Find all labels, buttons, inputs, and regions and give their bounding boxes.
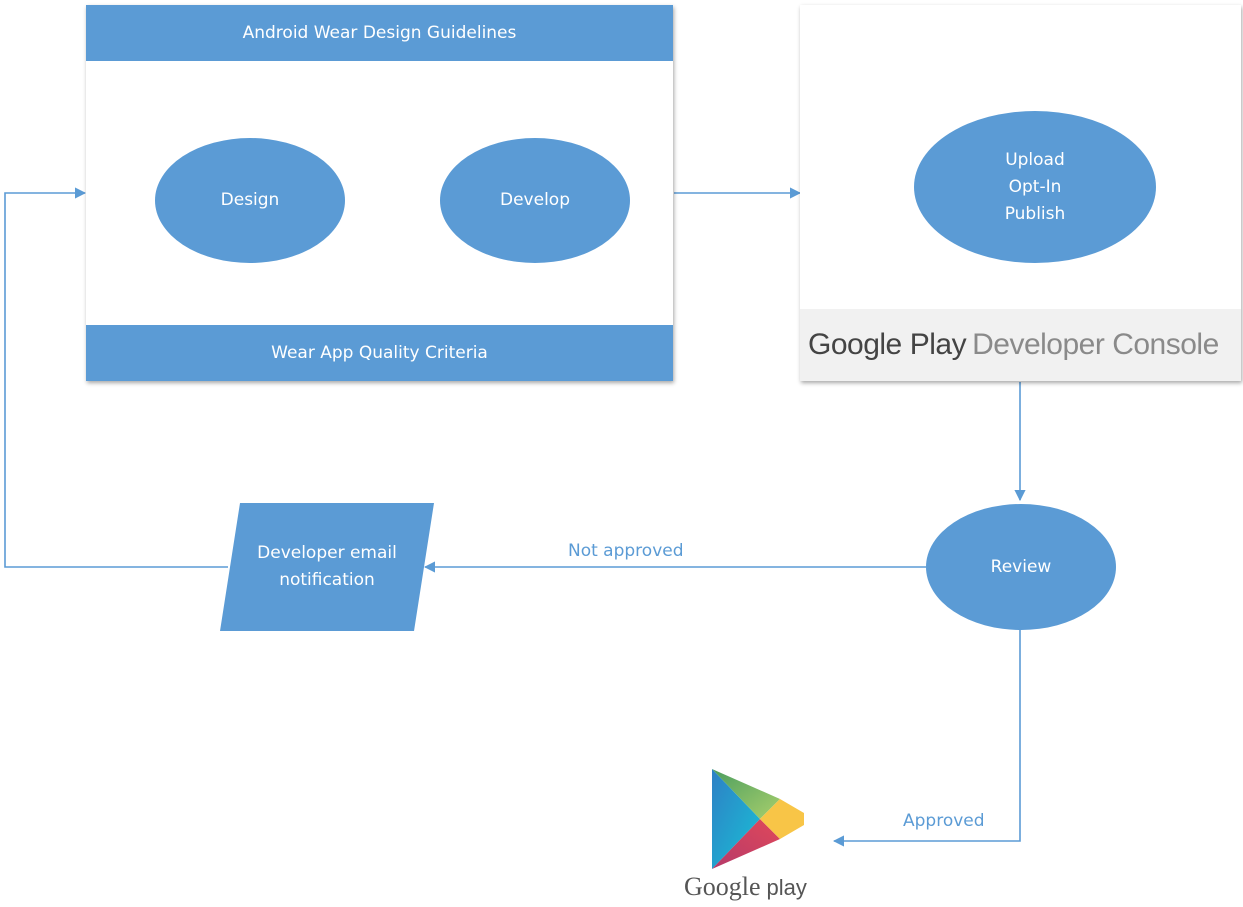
edge-notification-to-dev-box xyxy=(4,187,228,568)
notification-node: Developer email notification xyxy=(220,503,434,631)
console-frame: Upload Opt-In Publish Google Play Develo… xyxy=(800,5,1241,381)
upload-label: Upload xyxy=(1005,149,1065,170)
design-node: Design xyxy=(155,138,345,263)
notification-line-1: Developer email xyxy=(257,543,397,563)
google-play-icon xyxy=(712,769,804,869)
quality-criteria-label: Wear App Quality Criteria xyxy=(271,342,488,363)
approved-label: Approved xyxy=(903,811,985,831)
developer-console-brand: Google Play Developer Console xyxy=(800,309,1241,381)
quality-criteria-band: Wear App Quality Criteria xyxy=(86,325,673,381)
brand-play-word: Play xyxy=(909,328,967,361)
review-node: Review xyxy=(926,504,1116,630)
publish-label: Publish xyxy=(1004,203,1066,224)
edge-review-to-play xyxy=(832,630,1021,847)
brand-google-word: Google xyxy=(808,328,902,361)
notification-shape xyxy=(220,503,434,631)
not-approved-label: Not approved xyxy=(568,541,684,561)
google-play-wordmark: Google play xyxy=(684,872,824,904)
wordmark-google: Google xyxy=(684,872,761,901)
opt-in-label: Opt-In xyxy=(1008,176,1062,197)
upload-publish-node: Upload Opt-In Publish xyxy=(914,111,1156,263)
develop-node: Develop xyxy=(440,138,630,263)
design-label: Design xyxy=(220,190,280,210)
design-guidelines-band: Android Wear Design Guidelines xyxy=(86,5,673,61)
develop-label: Develop xyxy=(500,190,570,210)
wordmark-play: play xyxy=(766,875,807,900)
review-label: Review xyxy=(990,556,1052,577)
design-guidelines-label: Android Wear Design Guidelines xyxy=(242,22,517,43)
dev-frame: Android Wear Design Guidelines Design De… xyxy=(86,5,673,381)
notification-line-2: notification xyxy=(279,570,375,590)
brand-developer-console: Developer Console xyxy=(972,328,1219,361)
